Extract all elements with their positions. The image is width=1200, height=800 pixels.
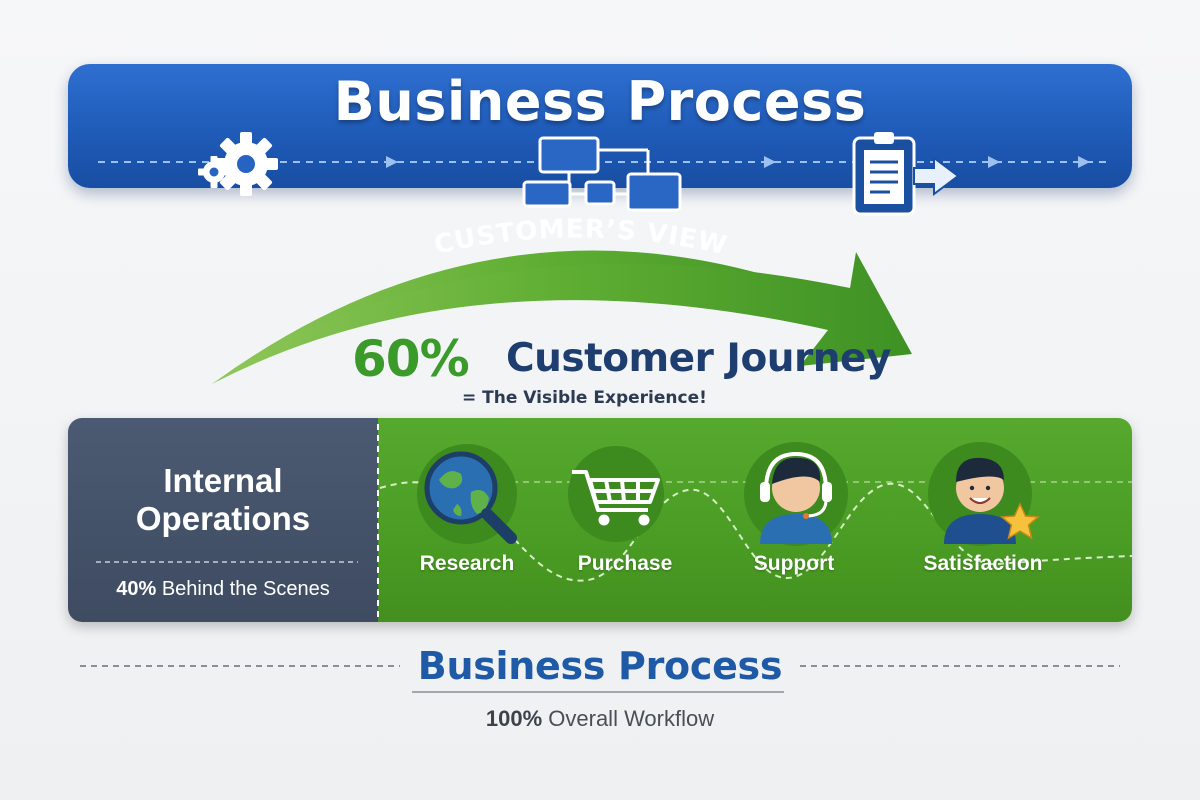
internal-operations-title: Internal Operations <box>68 462 378 538</box>
footer-subtitle-text: Overall Workflow <box>548 706 715 731</box>
band-decorations <box>96 424 1132 618</box>
banner-title: Business Process <box>333 70 867 133</box>
flowchart-icon <box>522 136 682 212</box>
shopping-cart-icon <box>568 446 664 542</box>
banner-decorations <box>98 132 1108 216</box>
step-label-purchase: Purchase <box>577 552 673 575</box>
ops-subtitle-text: Behind the Scenes <box>161 578 330 600</box>
clipboard-arrow-icon <box>852 132 960 216</box>
journey-label: Customer Journey <box>506 336 891 381</box>
ops-title-line1: Internal <box>163 462 283 499</box>
happy-customer-star-icon <box>928 442 1040 546</box>
journey-percent: 60% <box>352 330 470 388</box>
customer-view-arrow: CUSTOMER’S VIEW <box>212 250 912 384</box>
step-label-support: Support <box>753 552 835 575</box>
footer-percent: 100% <box>485 706 543 731</box>
ops-percent: 40% <box>116 578 157 600</box>
footer-title: Business Process <box>417 644 783 688</box>
journey-subtitle: = The Visible Experience! <box>462 388 707 408</box>
footer-decorations <box>80 665 1120 693</box>
internal-operations-subtitle: 40% Behind the Scenes <box>68 578 378 601</box>
ops-title-line2: Operations <box>135 500 311 537</box>
step-label-satisfaction: Satisfaction <box>923 552 1043 575</box>
step-label-research: Research <box>419 552 515 575</box>
globe-magnifier-icon <box>417 444 517 544</box>
support-agent-icon <box>744 442 848 546</box>
gears-icon <box>198 132 278 196</box>
footer-subtitle: 100% Overall Workflow <box>0 706 1200 732</box>
internal-operations-panel: Internal Operations 40% Behind the Scene… <box>68 418 378 622</box>
